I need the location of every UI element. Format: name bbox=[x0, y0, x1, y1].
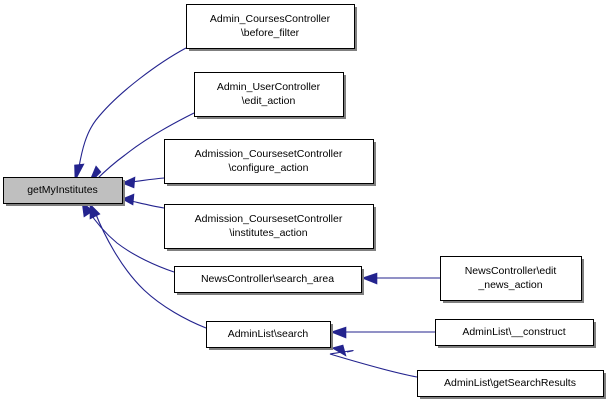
edge-adminlist-search-to-root bbox=[89, 203, 207, 329]
node-box[interactable] bbox=[435, 319, 594, 346]
node-label-line: AdminList\search bbox=[228, 328, 309, 340]
node-label-line: \edit_action bbox=[242, 95, 296, 107]
node-adminlist-construct[interactable]: AdminList\__construct bbox=[435, 319, 597, 349]
node-label-line: Admission_CoursesetController bbox=[195, 148, 343, 160]
arrowhead-icon bbox=[121, 193, 135, 206]
arrowhead-icon bbox=[361, 272, 378, 285]
edge-line bbox=[78, 47, 187, 168]
node-box[interactable] bbox=[417, 370, 604, 397]
node-news-edit-news-action[interactable]: NewsController\edit _news_action bbox=[440, 256, 585, 304]
arrowhead-icon bbox=[74, 163, 85, 183]
nodes-layer: getMyInstitutes Admin_CoursesController \b… bbox=[3, 4, 607, 400]
node-adminlist-search[interactable]: AdminList\search bbox=[206, 321, 334, 351]
node-box[interactable] bbox=[174, 266, 362, 293]
node-label-line: \configure_action bbox=[229, 162, 309, 174]
node-box[interactable] bbox=[440, 256, 582, 301]
edge-admin-courses-before-filter-to-root bbox=[74, 47, 187, 183]
node-admission-courseset-configure-action[interactable]: Admission_CoursesetController \configure_… bbox=[164, 139, 377, 187]
arrowhead-icon bbox=[121, 176, 136, 189]
edge-line bbox=[95, 112, 195, 181]
edge-adminlist-construct-to-adminlist-search bbox=[330, 326, 435, 339]
node-label-line: NewsController\edit bbox=[465, 265, 557, 277]
node-box[interactable] bbox=[186, 4, 355, 49]
node-label-line: \institutes_action bbox=[229, 227, 307, 239]
edge-adminlist-get-search-results-to-adminlist-search bbox=[329, 344, 418, 378]
node-box[interactable] bbox=[164, 139, 374, 184]
edge-line bbox=[87, 209, 175, 273]
node-box-highlighted[interactable] bbox=[3, 177, 123, 204]
edge-admission-courseset-configure-action-to-root bbox=[121, 176, 165, 189]
node-label-line: _news_action bbox=[477, 279, 542, 291]
node-label-line: \before_filter bbox=[241, 27, 300, 39]
node-label-line: NewsController\search_area bbox=[201, 273, 334, 285]
node-label-line: getMyInstitutes bbox=[27, 184, 98, 196]
node-label-line: Admission_CoursesetController bbox=[195, 213, 343, 225]
node-label-line: Admin_UserController bbox=[217, 81, 321, 93]
node-admin-user-edit-action[interactable]: Admin_UserController \edit_action bbox=[194, 72, 347, 120]
edge-line bbox=[130, 200, 165, 209]
node-adminlist-get-search-results[interactable]: AdminList\getSearchResults bbox=[417, 370, 607, 400]
arrowhead-icon bbox=[331, 344, 347, 357]
node-root[interactable]: getMyInstitutes bbox=[3, 177, 126, 207]
node-label-line: AdminList\__construct bbox=[462, 326, 565, 338]
arrowhead-icon bbox=[89, 203, 101, 220]
edge-line bbox=[130, 177, 165, 183]
edge-admission-courseset-institutes-action-to-root bbox=[121, 193, 165, 209]
node-news-search-area[interactable]: NewsController\search_area bbox=[174, 266, 365, 296]
node-label-line: Admin_CoursesController bbox=[210, 13, 331, 25]
node-admission-courseset-institutes-action[interactable]: Admission_CoursesetController \institutes… bbox=[164, 204, 377, 252]
node-label-line: AdminList\getSearchResults bbox=[444, 377, 576, 389]
edge-news-edit-news-action-to-news-search-area bbox=[361, 272, 440, 285]
node-admin-courses-before-filter[interactable]: Admin_CoursesController \before_filter bbox=[186, 4, 358, 52]
edge-line bbox=[329, 349, 418, 378]
node-box[interactable] bbox=[206, 321, 331, 348]
node-box[interactable] bbox=[164, 204, 374, 249]
node-box[interactable] bbox=[194, 72, 344, 117]
arrowhead-icon bbox=[330, 326, 347, 339]
edge-line bbox=[94, 211, 207, 329]
